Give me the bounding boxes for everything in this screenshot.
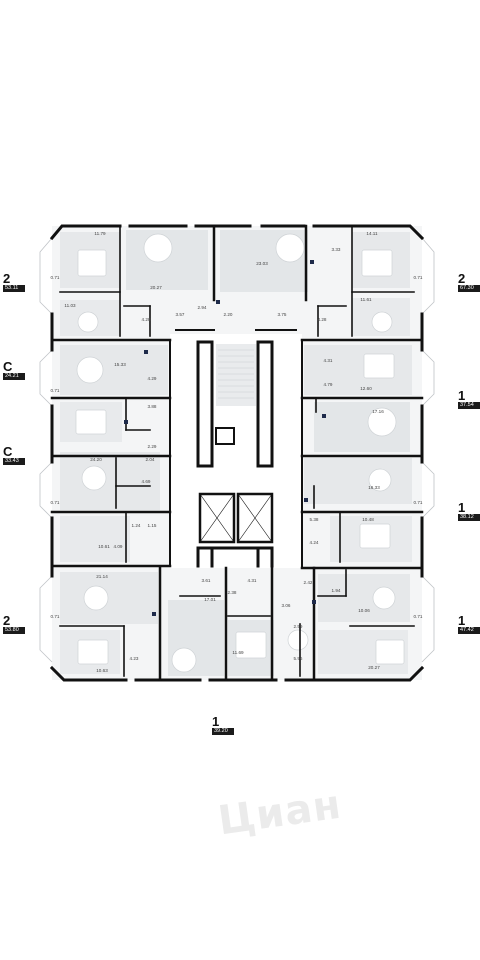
room-area-label: 10.63 [96,668,108,673]
room-count: 1 [458,613,466,628]
area-value: 39.20 [212,728,234,735]
room-area-label: 2.29 [148,444,157,449]
area-value: 53.80 [3,627,25,634]
room-area-label: 5.38 [310,517,319,522]
room-count: 1 [458,500,466,515]
room-area-label: 3.33 [332,247,341,252]
room-count: 1 [458,388,466,403]
apartment-badge[interactable]: 1 47.42 [458,614,480,634]
room-area-label: 17.16 [372,409,384,414]
room-count: C [3,359,13,374]
room-area-label: 0.71 [414,614,423,619]
room-area-label: 4.79 [324,382,333,387]
room-area-label: 4.24 [310,540,319,545]
apartment-badge[interactable]: 2 67.30 [458,272,480,292]
room-area-label: 24.20 [90,457,102,462]
area-value: 24.21 [3,373,25,380]
balconies [39,237,435,663]
room-count: C [3,444,13,459]
room-area-label: 4.09 [114,544,123,549]
room-count: 1 [212,714,220,729]
room-count: 2 [3,271,11,286]
room-area-label: 3.06 [282,603,291,608]
apartment-badge[interactable]: 1 38.12 [458,501,480,521]
room-area-label: 17.01 [204,597,216,602]
room-area-label: 2.20 [224,312,233,317]
room-area-label: 14.11 [366,231,378,236]
room-area-label: 0.71 [51,500,60,505]
room-count: 2 [3,613,11,628]
apartment-badge[interactable]: 1 39.20 [212,715,234,735]
area-value: 53.11 [3,285,25,292]
walls [49,224,425,682]
room-area-label: 11.79 [94,231,106,236]
room-area-label: 4.23 [130,656,139,661]
room-area-label: 2.59 [294,624,303,629]
room-area-label: 0.71 [51,614,60,619]
apartment-badge[interactable]: C 24.21 [3,360,25,380]
room-area-label: 11.61 [360,297,372,302]
furniture [75,233,405,673]
room-area-label: 4.28 [318,317,327,322]
apartment-badge[interactable]: C 33.43 [3,445,25,465]
room-area-label: 5.96 [294,656,303,661]
room-area-label: 10.61 [98,544,110,549]
room-area-label: 10.48 [362,517,374,522]
room-area-label: 0.71 [51,275,60,280]
apartment-badge[interactable]: 2 53.11 [3,272,25,292]
room-area-label: 20.27 [150,285,162,290]
area-value: 38.12 [458,514,480,521]
room-area-label: 1.15 [148,523,157,528]
room-area-label: 23.03 [256,261,268,266]
room-area-labels: 11.79 20.27 23.03 14.11 3.33 0.71 11.03 4.28 3.5… [51,231,423,673]
area-value: 67.30 [458,285,480,292]
area-value: 37.54 [458,402,480,409]
room-area-label: 0.71 [51,388,60,393]
room-area-label: 12.60 [360,386,372,391]
room-area-label: 15.33 [114,362,126,367]
apartment-badge[interactable]: 1 37.54 [458,389,480,409]
room-area-label: 21.14 [96,574,108,579]
room-area-label: 4.69 [142,479,151,484]
room-area-label: 2.94 [198,305,207,310]
room-area-label: 3.61 [202,578,211,583]
room-area-label: 10.06 [358,608,370,613]
room-area-label: 1.94 [332,588,341,593]
room-area-label: 3.88 [148,404,157,409]
room-area-label: 20.27 [368,665,380,670]
room-area-label: 4.31 [248,578,257,583]
room-area-label: 3.57 [176,312,185,317]
room-area-label: 1.24 [132,523,141,528]
stair-steps [218,349,254,399]
room-area-label: 16.33 [368,485,380,490]
area-value: 33.43 [3,458,25,465]
area-value: 47.42 [458,627,480,634]
room-area-label: 4.28 [142,317,151,322]
room-area-label: 2.42 [304,580,313,585]
room-area-label: 11.03 [64,303,76,308]
room-area-label: 0.71 [414,275,423,280]
room-count: 2 [458,271,466,286]
room-area-label: 2.04 [146,457,155,462]
room-area-label: 3.75 [278,312,287,317]
room-area-label: 4.29 [148,376,157,381]
apartment-badge[interactable]: 2 53.80 [3,614,25,634]
room-area-label: 0.71 [414,500,423,505]
room-area-label: 4.31 [324,358,333,363]
riser-marks [124,260,326,616]
room-area-label: 11.69 [232,650,244,655]
room-area-label: 2.38 [228,590,237,595]
